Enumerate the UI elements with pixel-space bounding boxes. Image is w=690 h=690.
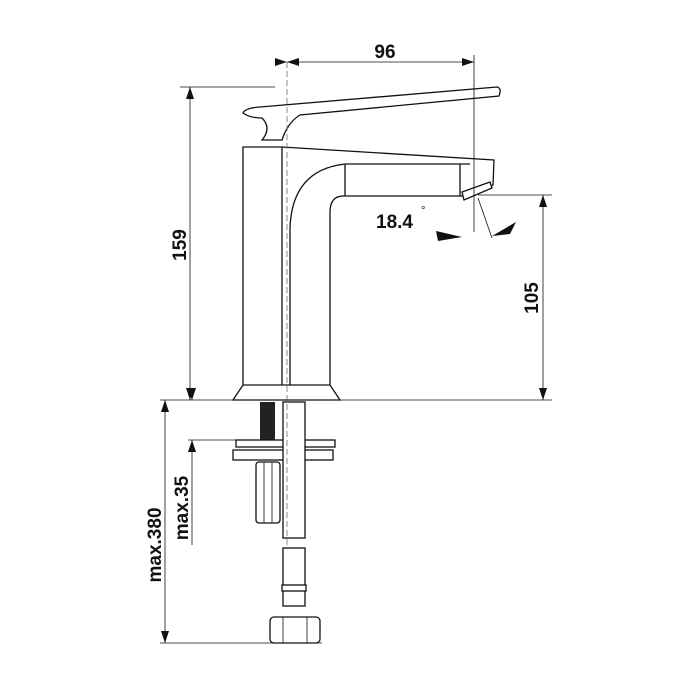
dimension-label-max-380: max.380 [145,507,166,582]
hose-upper [282,401,306,539]
faucet-outline [231,86,501,401]
faucet-body [242,146,495,391]
dimension-label-96: 96 [374,42,395,63]
dimension-max-380: max.380 [145,400,322,644]
mounting-kit [232,401,336,644]
hose-lower [282,547,306,607]
fixing-nut [255,461,281,524]
threaded-rod [260,402,275,440]
dimension-label-159: 159 [170,229,191,261]
angle-label: 18.4 [376,212,413,233]
base-flange [231,384,342,401]
lever-handle [242,86,501,141]
dimension-105: 105 [160,194,552,401]
dimension-label-max-35: max.35 [172,475,193,540]
dimension-max-35: max.35 [172,388,240,545]
hose-hex-nut [269,616,321,644]
degree-symbol: ° [421,205,425,217]
aerator [461,181,493,201]
hose-ring [281,584,307,592]
dimension-label-105: 105 [522,282,543,314]
dimension-96: 96 [275,42,475,232]
dimension-angle: 18.4 ° [376,197,516,241]
